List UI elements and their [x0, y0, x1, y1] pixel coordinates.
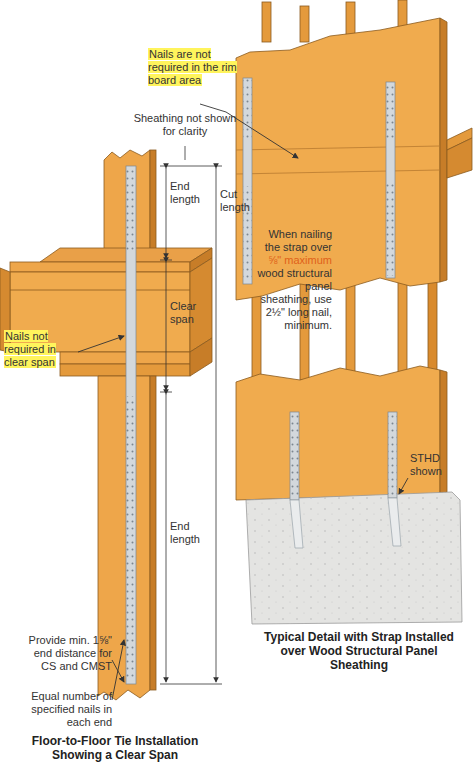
strap: [126, 166, 136, 684]
dimension-label: Cut length: [220, 188, 256, 214]
note-text-text: Provide min. 1⅝" end distance for CS and…: [29, 634, 112, 672]
note-text: wood structural panel sheathing, use 2½"…: [256, 267, 332, 332]
note-text-text: Sheathing not shown for clarity: [134, 112, 237, 137]
note-text: When nailing the strap over: [256, 228, 332, 254]
dimension-label-text: Cut length: [220, 188, 250, 213]
dimension-lines: [160, 146, 222, 684]
figure-caption: Floor-to-Floor Tie Installation Showing …: [30, 734, 200, 762]
note-text-text: Equal number of specified nails in each …: [31, 690, 112, 728]
note-text-text: When nailing the strap over: [265, 228, 332, 253]
dimension-label: End length: [170, 520, 214, 546]
note-text: Equal number of specified nails in each …: [30, 690, 112, 729]
floor-figure: [0, 150, 212, 700]
figure-caption-text: Floor-to-Floor Tie Installation Showing …: [32, 734, 198, 762]
dimension-label-text: End length: [170, 180, 200, 205]
leader-lines: [200, 104, 408, 494]
note-dimension: ⅝" maximum: [256, 254, 332, 267]
note-text: Provide min. 1⅝" end distance for CS and…: [16, 634, 112, 673]
callout-note: Nails are not required in the rim board …: [148, 48, 240, 87]
callout-label-text: STHD shown: [410, 452, 442, 477]
straps: [243, 78, 401, 548]
dimension-label-text: Clear span: [170, 300, 196, 325]
dimension-label: Clear span: [170, 300, 210, 326]
figure-caption-text: Typical Detail with Strap Installed over…: [264, 630, 454, 672]
figure-caption: Typical Detail with Strap Installed over…: [250, 630, 468, 672]
note-text: Sheathing not shown for clarity: [130, 112, 240, 138]
dimension-label: End length: [170, 180, 214, 206]
dimension-label-text: End length: [170, 520, 200, 545]
note-dimension-text: ⅝" maximum: [268, 254, 332, 266]
callout-note: Nails not required in clear span: [4, 330, 76, 369]
note-text-text: wood structural panel sheathing, use 2½"…: [257, 267, 332, 331]
callout-note-text: Nails not required in clear span: [4, 330, 56, 368]
wall-figure: [236, 0, 472, 624]
callout-note-text: Nails are not required in the rim board …: [148, 48, 237, 86]
callout-label: STHD shown: [410, 452, 466, 478]
